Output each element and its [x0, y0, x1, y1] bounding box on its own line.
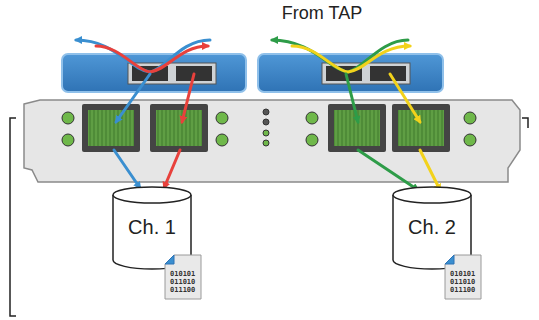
binary-data: 010101 — [170, 270, 196, 278]
sfp-module — [62, 54, 246, 92]
file-text: 010101011010011100 — [444, 254, 482, 300]
binary-data: 011100 — [450, 286, 476, 294]
flow-arrow — [76, 40, 440, 190]
source-label: From TAP — [282, 3, 362, 24]
binary-data: 011010 — [450, 278, 476, 286]
file-icon: 010101011010011100 — [444, 254, 482, 300]
binary-data: 010101 — [450, 270, 476, 278]
channel-label: Ch. 2 — [408, 216, 456, 238]
file-icon: 010101011010011100 — [164, 254, 202, 300]
file-text: 010101011010011100 — [164, 254, 202, 300]
channel-label: Ch. 1 — [128, 216, 176, 238]
binary-data: 011010 — [170, 278, 196, 286]
rj45-port — [82, 104, 450, 152]
capture-card — [24, 100, 520, 182]
binary-data: 011100 — [170, 286, 196, 294]
